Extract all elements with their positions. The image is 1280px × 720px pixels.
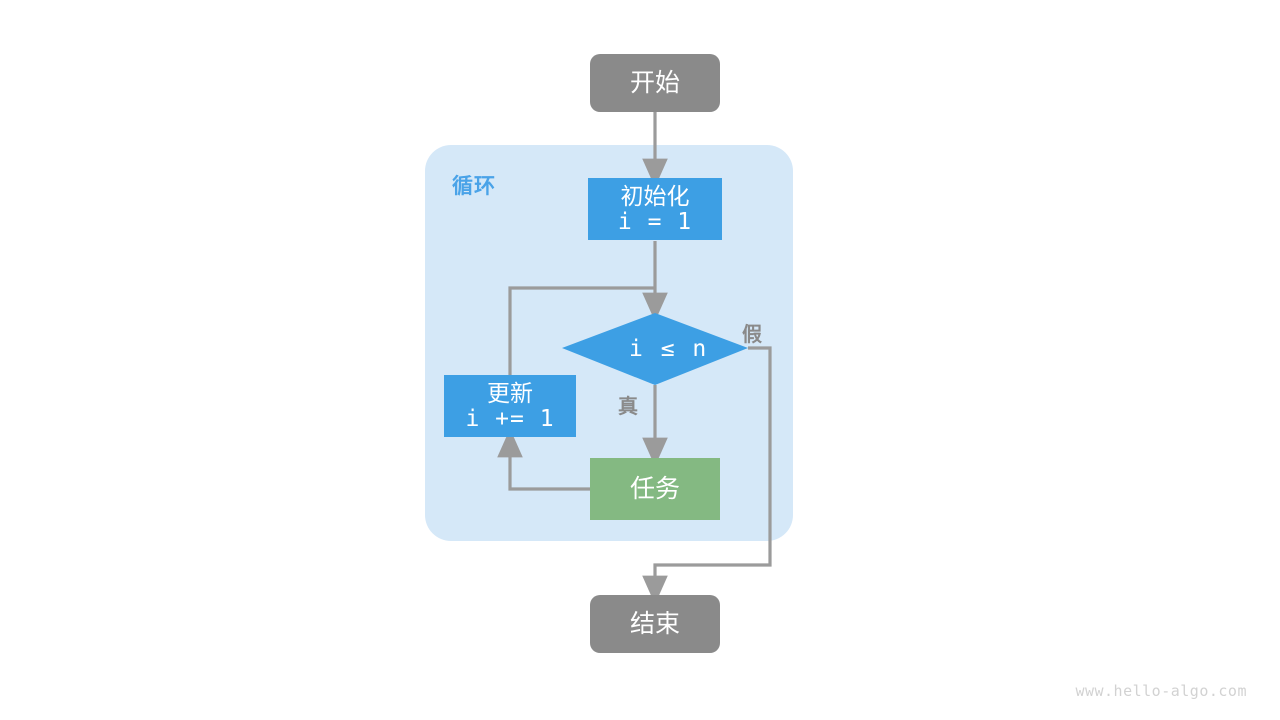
node-end-label: 结束 — [629, 609, 680, 638]
node-init-label: 初始化 — [620, 182, 690, 209]
node-condition-label: i ≤ n — [629, 336, 709, 362]
loop-group-label: 循环 — [452, 175, 496, 198]
node-init[interactable]: 初始化 i = 1 — [588, 178, 722, 240]
node-start-label: 开始 — [629, 68, 680, 97]
condition-diamond — [562, 313, 748, 385]
node-start[interactable]: 开始 — [590, 54, 720, 112]
connector-condition-to-end — [642, 346, 772, 605]
node-update[interactable]: 更新 i += 1 — [444, 375, 576, 437]
node-task[interactable]: 任务 — [590, 458, 720, 520]
connector-task-to-update — [497, 428, 590, 491]
node-end[interactable]: 结束 — [590, 595, 720, 653]
connector-update-to-condition — [508, 286, 655, 375]
node-update-label: 更新 — [487, 379, 533, 406]
node-init-expression: i = 1 — [617, 209, 693, 235]
node-update-expression: i += 1 — [465, 406, 555, 432]
edge-label-true: 真 — [618, 396, 638, 418]
node-task-label: 任务 — [629, 474, 680, 503]
watermark: www.hello-algo.com — [1075, 682, 1247, 700]
edge-label-false: 假 — [742, 324, 762, 346]
